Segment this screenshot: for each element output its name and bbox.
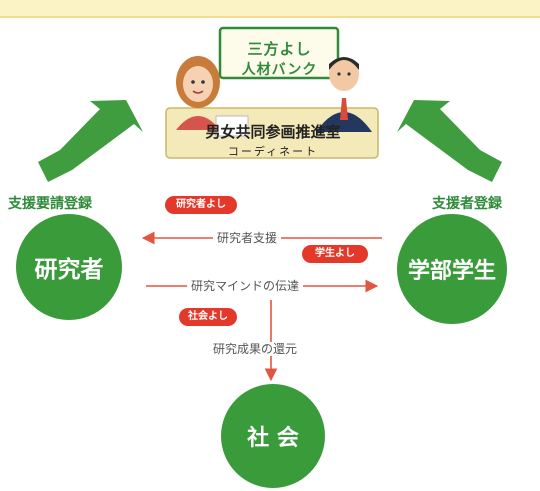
support-label: 研究者支援: [213, 231, 282, 245]
researcher-label: 研究者: [34, 257, 104, 283]
right-registration-label: 支援者登録: [432, 196, 502, 212]
bank-sign-line-2: 人材バンク: [241, 62, 318, 78]
society-yoshi-badge: 社会よし: [179, 308, 237, 326]
researcher-node: 研究者: [16, 214, 122, 320]
coordinator-illustration: [165, 26, 379, 159]
students-node: 学部学生: [397, 214, 507, 324]
society-label: 社 会: [247, 426, 299, 451]
student-yoshi-badge: 学生よし: [302, 245, 368, 263]
left-registration-label: 支援要請登録: [8, 196, 92, 212]
office-name: 男女共同参画推進室: [205, 123, 341, 141]
students-label: 学部学生: [407, 259, 496, 284]
right-green-arrow: [397, 100, 502, 182]
top-banner-strip: [0, 0, 540, 18]
office-role: コーディネート: [227, 145, 319, 158]
return-results-label: 研究成果の還元: [209, 342, 302, 356]
researcher-yoshi-badge: 研究者よし: [165, 196, 237, 214]
left-green-arrow: [38, 100, 143, 182]
society-node: 社 会: [221, 384, 325, 488]
bank-sign-line-1: 三方よし: [247, 40, 312, 58]
mind-transfer-label: 研究マインドの伝達: [187, 279, 304, 293]
